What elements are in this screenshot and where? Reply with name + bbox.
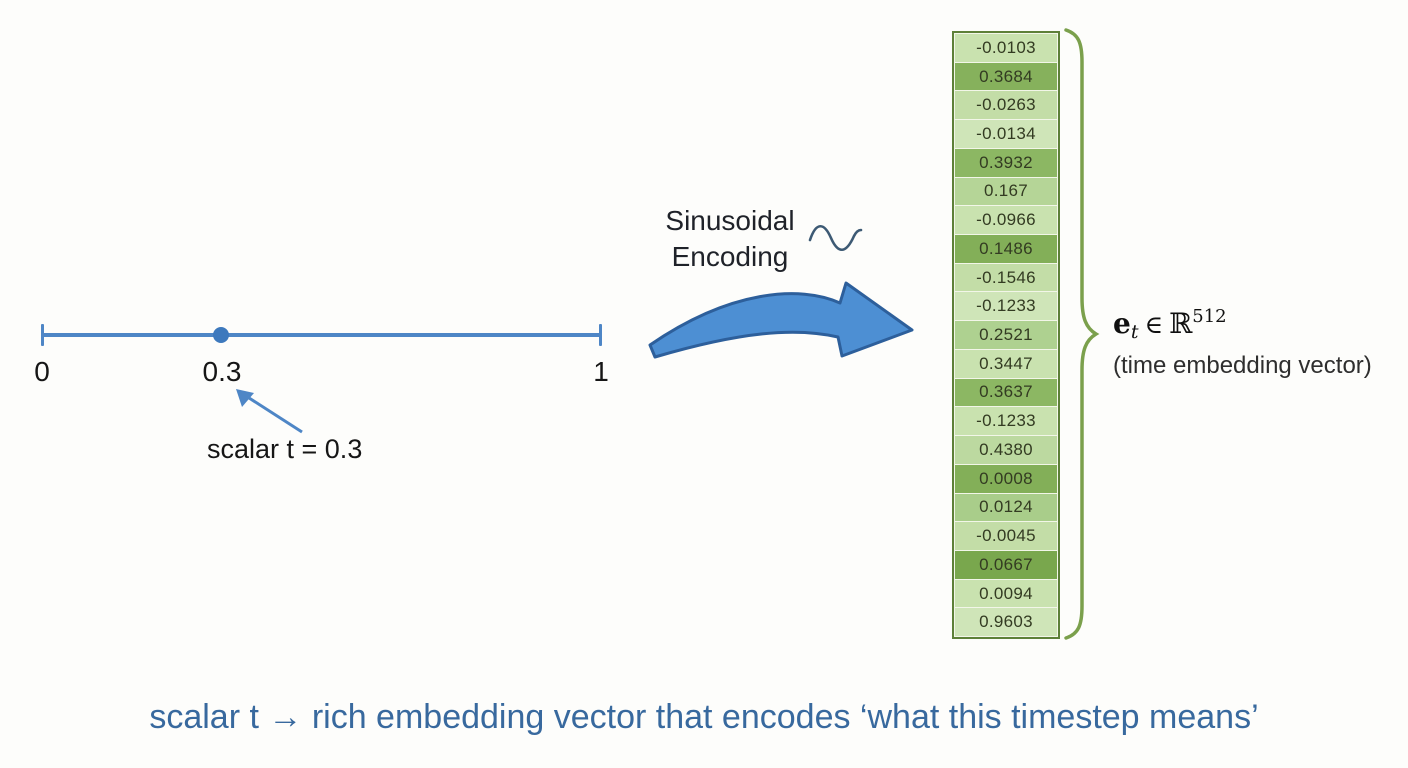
vector-cell: 0.4380 [955, 436, 1057, 464]
vector-cell: 0.0094 [955, 579, 1057, 608]
encoding-label-line2: Encoding [671, 241, 789, 272]
sine-wave-icon [808, 224, 863, 252]
vector-cell: 0.9603 [955, 608, 1057, 637]
transform-arrow-icon [648, 281, 914, 359]
embedding-dimension: 512 [1192, 306, 1227, 327]
encoding-label: Sinusoidal Encoding [630, 203, 830, 275]
vector-cell: 0.0667 [955, 550, 1057, 579]
footer-caption: scalar t → rich embedding vector that en… [149, 698, 1259, 736]
vector-cell: 0.3637 [955, 378, 1057, 407]
vector-cell: 0.3684 [955, 62, 1057, 91]
vector-cell: 0.0008 [955, 464, 1057, 493]
vector-cell: -0.1546 [955, 263, 1057, 292]
number-line-label-0: 0 [34, 356, 50, 387]
number-line [42, 333, 602, 337]
number-line-label-0.3: 0.3 [202, 356, 242, 387]
vector-cell: -0.0045 [955, 522, 1057, 550]
vector-cell: 0.1486 [955, 235, 1057, 263]
embedding-caption: (time embedding vector) [1113, 352, 1372, 379]
vector-cell: -0.0134 [955, 120, 1057, 148]
vector-cell: 0.0124 [955, 493, 1057, 522]
vector-cell: -0.0103 [955, 34, 1057, 62]
vector-cell: -0.0966 [955, 206, 1057, 235]
annotation-arrow-icon [236, 389, 303, 434]
vector-cell: 0.3447 [955, 349, 1057, 378]
scalar-annotation: scalar t = 0.3 [207, 434, 363, 464]
number-line-tick-start [41, 324, 44, 346]
encoding-label-line1: Sinusoidal [665, 205, 795, 236]
brace-icon [1064, 28, 1100, 640]
embedding-subscript: t [1130, 321, 1139, 343]
vector-cell: 0.2521 [955, 321, 1057, 349]
number-line-point [213, 327, 229, 343]
number-line-tick-end [599, 324, 602, 346]
number-line-label-1: 1 [593, 356, 609, 387]
real-set-symbol: ℝ [1168, 307, 1193, 340]
vector-cell: -0.0263 [955, 91, 1057, 120]
vector-cell: 0.3932 [955, 148, 1057, 177]
vector-cell: -0.1233 [955, 407, 1057, 436]
vector-cell: -0.1233 [955, 292, 1057, 321]
vector-cell: 0.167 [955, 177, 1057, 206]
element-of-symbol: ∈ [1144, 310, 1163, 339]
embedding-math-label: et∈ℝ512 [1113, 306, 1227, 343]
embedding-symbol: e [1113, 307, 1131, 340]
